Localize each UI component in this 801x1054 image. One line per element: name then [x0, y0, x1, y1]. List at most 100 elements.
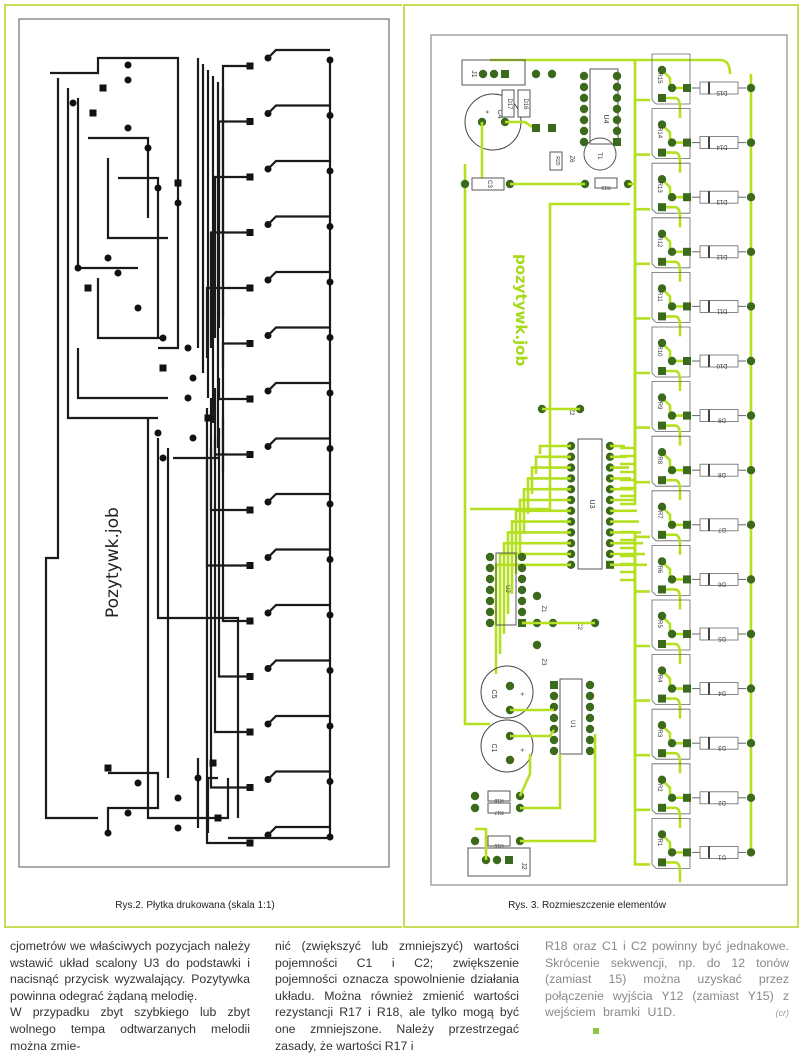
- copper-pad: [69, 99, 77, 107]
- pad: [585, 702, 595, 712]
- diode-label: D4: [718, 690, 726, 696]
- diode-label: D6: [718, 580, 726, 586]
- diode-label: D1: [718, 853, 726, 859]
- board-outline: [18, 18, 390, 868]
- diode-label: D8: [718, 471, 726, 477]
- pad: [550, 681, 558, 689]
- pad: [657, 611, 667, 621]
- capacitor-label: C5: [490, 690, 497, 699]
- pad: [585, 735, 595, 745]
- pad: [746, 356, 756, 366]
- copper-pad: [326, 556, 334, 563]
- trace: [620, 446, 650, 484]
- copper-pad: [189, 374, 197, 382]
- resistor-label: R19: [601, 184, 610, 190]
- trace: [502, 541, 571, 634]
- copper-pad: [189, 434, 197, 442]
- copper-pad: [104, 254, 112, 262]
- resistor-label: R8: [656, 456, 662, 464]
- pad: [657, 120, 667, 129]
- pad: [579, 71, 589, 81]
- trace: [620, 530, 650, 866]
- pad: [505, 856, 513, 864]
- trace: [662, 96, 682, 118]
- pad: [470, 803, 480, 813]
- copper-pad: [209, 759, 217, 767]
- resistor-outline: [651, 708, 691, 760]
- pad: [548, 124, 556, 132]
- copper-pad: [326, 334, 334, 341]
- jumper-label: Z6: [568, 155, 574, 163]
- author-signature: (cr): [775, 1008, 790, 1019]
- resistor-outline: [651, 381, 691, 432]
- pad: [667, 684, 677, 693]
- pad: [579, 93, 589, 103]
- copper-trace: [267, 548, 330, 559]
- copper-trace: [221, 342, 250, 368]
- copper-pad: [124, 124, 132, 132]
- pad: [505, 681, 515, 691]
- ic-label: U1: [569, 720, 575, 728]
- pad: [579, 137, 589, 147]
- right-figure-frame: [403, 4, 799, 928]
- pad: [667, 356, 677, 366]
- pad: [746, 247, 756, 256]
- paragraph: W przypadku zbyt szybkiego lub zbyt woln…: [10, 1005, 250, 1053]
- pad: [585, 724, 595, 734]
- diode-d17: [501, 89, 515, 118]
- diode-label: D12: [716, 253, 728, 259]
- copper-pad: [154, 429, 162, 437]
- copper-pad: [174, 179, 182, 187]
- trace: [470, 202, 630, 511]
- resistor-label: R16: [494, 842, 503, 848]
- copper-trace: [209, 231, 250, 348]
- trace: [530, 466, 571, 494]
- copper-pad: [214, 814, 222, 822]
- pad: [657, 557, 667, 566]
- resistor-label: R7: [656, 511, 662, 519]
- trace: [662, 751, 682, 774]
- trace: [661, 724, 688, 745]
- pad: [549, 746, 559, 756]
- pad: [585, 713, 595, 723]
- resistor-outline: [651, 217, 691, 269]
- copper-pad: [74, 264, 82, 272]
- trace: [662, 478, 682, 501]
- copper-trace: [66, 88, 158, 420]
- copper-trace: [205, 458, 250, 845]
- pad: [746, 739, 756, 748]
- diode-label: D14: [716, 144, 728, 150]
- copper-pad: [326, 667, 334, 674]
- capacitor-c3: [471, 177, 505, 191]
- board-label-text: pozytywk.job: [512, 254, 530, 366]
- pad: [746, 575, 756, 584]
- pad: [746, 629, 756, 639]
- paragraph: cjometrów we właściwych pozycjach należy…: [10, 939, 250, 1003]
- copper-pad: [114, 269, 122, 277]
- jumper-label: Z2: [568, 408, 574, 416]
- resistor-outline: [651, 654, 691, 705]
- paragraph: R18 oraz C1 i C2 powinny być jednakowe. …: [545, 939, 789, 1020]
- pad: [485, 585, 495, 595]
- pad: [683, 302, 691, 311]
- copper-pad: [174, 794, 182, 802]
- pad: [746, 466, 756, 475]
- pad: [658, 148, 666, 157]
- end-mark: [593, 1027, 599, 1034]
- ic-u3: [577, 438, 603, 570]
- jumper-label: Z1: [540, 605, 546, 613]
- polarity-mark: +: [483, 110, 490, 114]
- pad: [579, 126, 589, 136]
- pad: [579, 104, 589, 114]
- trace: [662, 588, 682, 610]
- diode-label: D13: [716, 198, 728, 204]
- resistor-outline: [651, 818, 691, 869]
- copper-trace: [267, 159, 330, 170]
- copper-pad: [326, 445, 334, 452]
- pad: [612, 104, 622, 114]
- diode-label: D17: [506, 98, 512, 110]
- resistor-label: R20: [554, 156, 560, 165]
- pad: [612, 115, 622, 125]
- trace: [662, 697, 682, 719]
- connector-label: J1: [470, 70, 477, 78]
